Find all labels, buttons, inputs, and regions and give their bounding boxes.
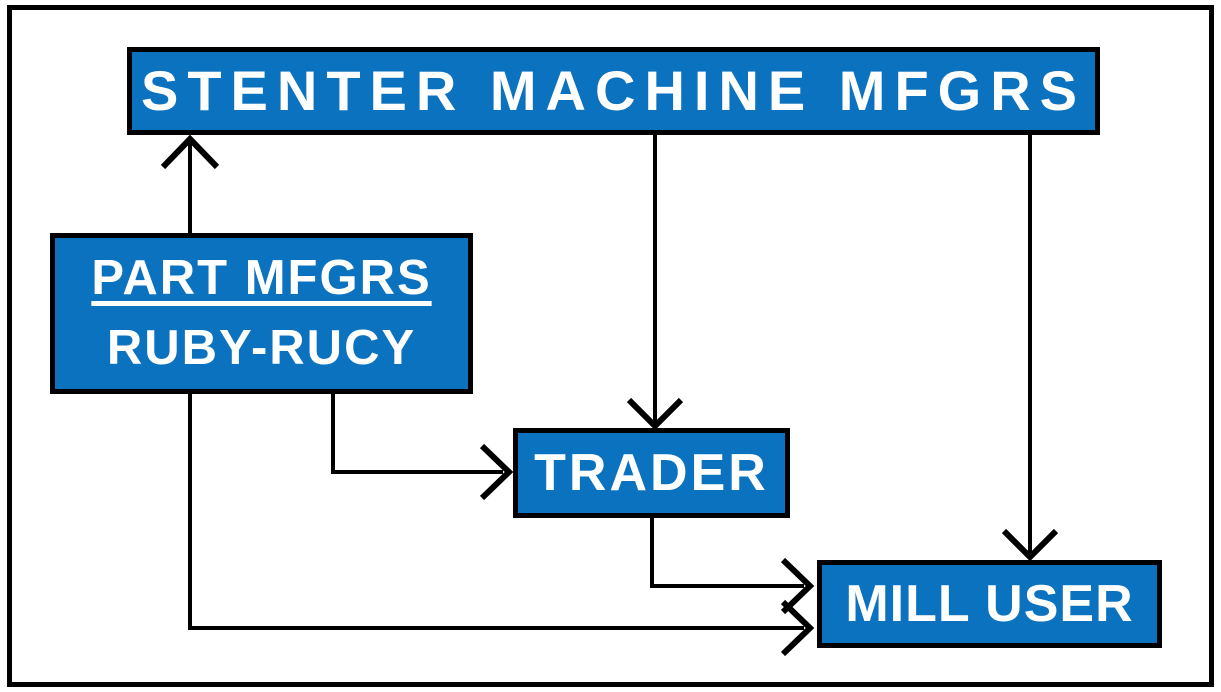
node-trader: TRADER — [513, 428, 790, 518]
node-part-label-line2: RUBY-RUCY — [106, 320, 417, 375]
node-mill-user: MILL USER — [817, 560, 1162, 648]
node-part-mfgrs: PART MFGRS RUBY-RUCY — [50, 233, 473, 394]
node-mill-label: MILL USER — [845, 574, 1134, 633]
node-part-label-line1: PART MFGRS — [91, 250, 432, 305]
node-stenter-label: STENTER MACHINE MFGRS — [141, 59, 1086, 122]
diagram-outer-frame — [7, 5, 1214, 687]
node-trader-label: TRADER — [534, 443, 769, 502]
node-stenter-machine-mfgrs: STENTER MACHINE MFGRS — [127, 47, 1100, 135]
